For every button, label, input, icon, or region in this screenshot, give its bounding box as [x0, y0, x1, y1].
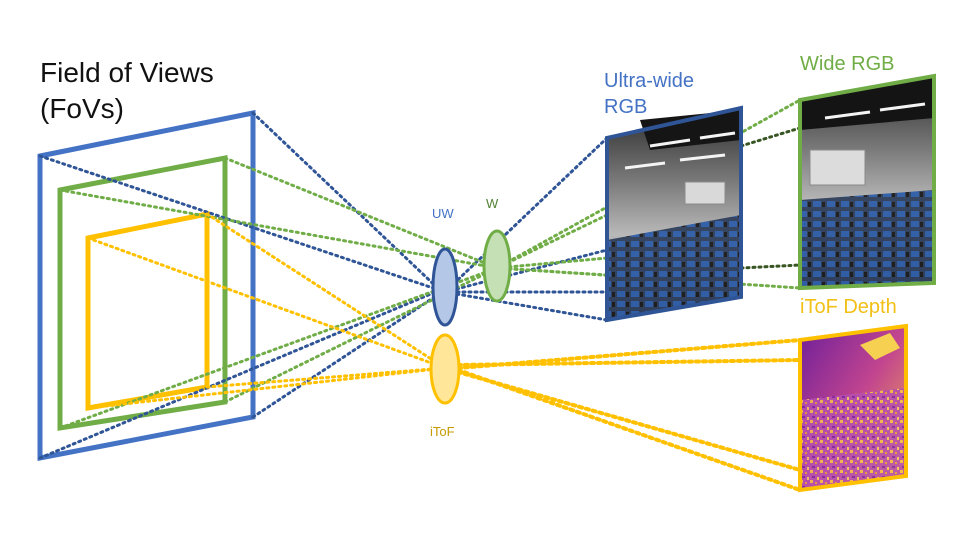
itof-lens-label: iToF	[430, 424, 455, 439]
ultra-wide-projection-lines	[38, 111, 609, 460]
itof-lens	[429, 333, 461, 405]
uw-lens-label: UW	[432, 206, 454, 221]
itof-depth-image	[798, 323, 908, 493]
ultra-wide-label-line-2: RGB	[604, 96, 648, 118]
itof-projection-lines	[86, 212, 447, 410]
ultra-wide-photo	[605, 105, 743, 323]
title-line-1: Field of Views	[40, 57, 214, 88]
wide-to-photo-lines	[739, 126, 802, 270]
wide-label: Wide RGB	[800, 53, 895, 75]
ultra-wide-label: Ultra-wide RGB	[604, 68, 694, 120]
wide-photo	[798, 73, 936, 291]
uw-lens	[431, 247, 459, 327]
w-lens-label: W	[486, 196, 499, 211]
diagram-title: Field of Views (FoVs)	[40, 55, 214, 127]
itof-to-depth-lines	[456, 338, 802, 492]
itof-label: iToF Depth	[800, 296, 897, 318]
title-line-2: (FoVs)	[40, 93, 124, 124]
ultra-wide-label-line-1: Ultra-wide	[604, 70, 695, 92]
w-lens	[482, 229, 512, 303]
ultra-wide-fov-frame	[37, 109, 256, 462]
